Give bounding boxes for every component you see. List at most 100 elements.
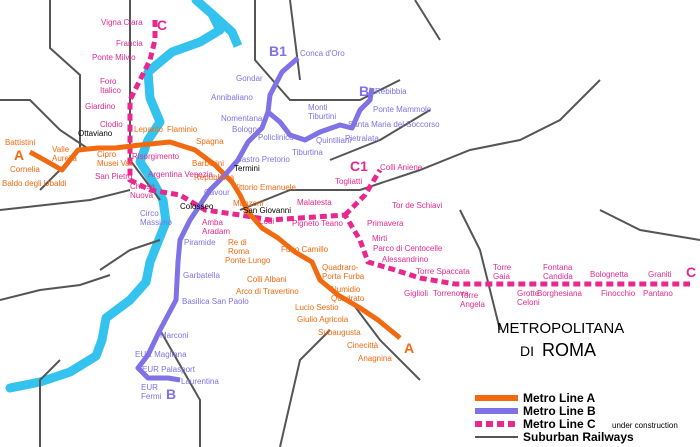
station-lucio-sestio: Lucio Sestio	[295, 303, 339, 312]
station-termini: Termini	[234, 164, 260, 173]
station-santa-maria: Santa Maria del Soccorso	[348, 120, 440, 129]
station-vigna-clara: Vigna Clara	[101, 18, 143, 27]
station-torrenova: Torrenova	[433, 289, 469, 298]
legend-label-a: Metro Line A	[523, 391, 596, 405]
legend-note-c: under construction	[612, 421, 678, 430]
station-pietralata: Pietralata	[345, 134, 379, 143]
station-manzoni: Manzoni	[233, 199, 263, 208]
station-policlinico: Policlinico	[258, 133, 294, 142]
marker-c3: C	[686, 264, 696, 280]
metro-line-a	[28, 139, 402, 340]
station-francia: Francia	[116, 39, 143, 48]
station-colli-aniene: Colli Aniene	[380, 163, 423, 172]
station-malatesta: Malatesta	[297, 198, 332, 207]
river-tevere	[5, 0, 225, 393]
title-di: DI	[520, 343, 534, 359]
legend-label-b: Metro Line B	[523, 404, 596, 418]
marker-b3: B	[359, 83, 369, 99]
station-pantano: Pantano	[643, 289, 673, 298]
station-parco-di-centocelle: Parco di Centocelle	[373, 244, 443, 253]
marker-c2: C1	[350, 158, 368, 174]
metro-line-c	[127, 20, 690, 287]
legend-label-c: Metro Line C	[523, 417, 596, 431]
station-san-giovanni: San Giovanni	[243, 206, 291, 215]
station-ponte-lungo: Ponte Lungo	[225, 256, 271, 265]
station-rebibbia: Rebibbia	[375, 87, 407, 96]
station-argentina-venezia: Argentina Venezia	[148, 170, 213, 179]
station-eur-palasport: EUR Palasport	[142, 365, 196, 374]
station-marconi: Marconi	[160, 331, 189, 340]
station-spagna: Spagna	[196, 137, 224, 146]
station-repubblica: Repubblica	[194, 173, 235, 182]
station-furio-camillo: Furio Camillo	[281, 245, 329, 254]
station-ottaviano: Ottaviano	[78, 129, 113, 138]
station-barberini: Barberini	[192, 159, 224, 168]
station-garbatella: Garbatella	[183, 271, 220, 280]
marker-b2: B1	[269, 43, 287, 59]
station-pigneto-teano: Pigneto Teano	[292, 219, 344, 228]
station-gondar: Gondar	[236, 74, 263, 83]
station-giardino: Giardino	[85, 102, 116, 111]
station-san-pietro: San Pietro	[95, 172, 133, 181]
station-bolognetta: Bolognetta	[590, 270, 629, 279]
river-tevere-upper	[208, 10, 243, 48]
station-ponte-mammolo: Ponte Mammolo	[373, 105, 432, 114]
station-colosseo: Colosseo	[180, 202, 214, 211]
marker-a1: A	[14, 147, 24, 163]
station-arco-di-travertino: Arco di Travertino	[236, 287, 299, 296]
station-cavour: Cavour	[204, 188, 230, 197]
station-bologna: Bologna	[232, 125, 262, 134]
station-togliatti: Togliatti	[335, 177, 362, 186]
station-porta-furba: Quadraro-Porta Furba	[322, 263, 365, 281]
station-tor-de-schiavi: Tor de Schiavi	[392, 201, 442, 210]
station-laurentina: Laurentina	[181, 377, 219, 386]
station-mirti: Mirti	[372, 234, 387, 243]
station-torre-spaccata: Torre Spaccata	[416, 267, 470, 276]
marker-a2: A	[404, 340, 414, 356]
station-ponte-milvio: Ponte Milvio	[92, 53, 136, 62]
station-tiburtina: Tiburtina	[292, 148, 323, 157]
station-basilica-san-paolo: Basilica San Paolo	[182, 297, 249, 306]
station-nomentana: Nomentana	[221, 114, 263, 123]
title-roma: ROMA	[542, 340, 596, 360]
legend-label-s: Suburban Railways	[523, 430, 634, 444]
marker-b1: B	[166, 386, 176, 402]
station-borghesiana: Borghesiana	[537, 289, 582, 298]
station-giulio-agricola: Giulio Agricola	[297, 315, 349, 324]
station-subaugusta: Subaugusta	[318, 328, 361, 337]
title-metropolitana: METROPOLITANA	[497, 320, 624, 337]
station-castro-pretorio: Castro Pretorio	[236, 155, 290, 164]
station-primavera: Primavera	[367, 219, 404, 228]
station-conca-doro: Conca d'Oro	[300, 49, 345, 58]
station-lepanto: Lepanto	[134, 125, 163, 134]
station-giglioli: Giglioli	[404, 289, 428, 298]
station-baldo-degli-ubaldi: Baldo degli Ubaldi	[2, 179, 67, 188]
station-eur-magliana: EUR Magliana	[135, 350, 187, 359]
metro-line-b	[135, 56, 375, 383]
station-vittorio-emanuele: Vittorio Emanuele	[233, 183, 297, 192]
station-alessandrino: Alessandrino	[382, 255, 429, 264]
station-lodi: Lodi	[259, 217, 274, 226]
station-graniti: Graniti	[648, 270, 672, 279]
station-finocchio: Finocchio	[601, 289, 636, 298]
station-anagnina: Anagnina	[358, 354, 392, 363]
station-clodio: Clodio	[100, 120, 123, 129]
